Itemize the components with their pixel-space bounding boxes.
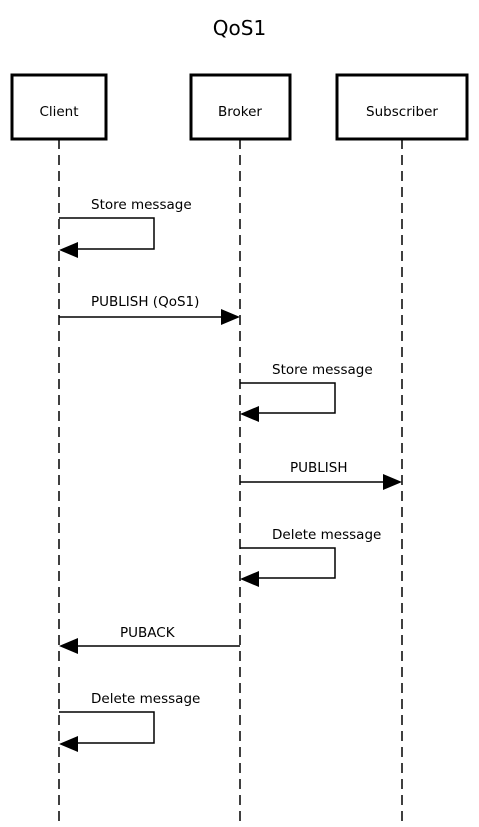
actor-box-subscriber xyxy=(335,73,469,141)
actor-subscriber: Subscriber xyxy=(335,73,469,141)
arrowhead-left-icon xyxy=(59,638,78,654)
message-label: PUBACK xyxy=(120,625,176,641)
message-puback: PUBACK xyxy=(59,625,240,654)
actor-label-client: Client xyxy=(39,104,78,120)
self-loop-line xyxy=(59,711,155,744)
message-client-store: Store message xyxy=(59,197,192,258)
arrowhead-right-icon xyxy=(221,309,240,325)
message-label: Store message xyxy=(272,362,373,378)
message-label: Store message xyxy=(91,197,192,213)
message-label: Delete message xyxy=(272,527,381,543)
actor-box-client xyxy=(10,73,108,141)
message-label: Delete message xyxy=(91,691,200,707)
actor-label-broker: Broker xyxy=(218,104,262,120)
self-loop-line xyxy=(240,382,336,414)
actor-label-subscriber: Subscriber xyxy=(366,104,438,120)
self-loop-line xyxy=(240,547,336,579)
actor-client: Client xyxy=(10,73,108,141)
message-label: PUBLISH (QoS1) xyxy=(91,294,199,310)
self-loop-line xyxy=(59,217,155,250)
arrowhead-left-icon xyxy=(240,571,259,587)
actor-broker: Broker xyxy=(189,73,292,141)
message-label: PUBLISH xyxy=(290,460,348,476)
message-broker-delete: Delete message xyxy=(240,527,381,587)
message-broker-store: Store message xyxy=(240,362,373,422)
arrowhead-left-icon xyxy=(59,242,78,258)
message-client-delete: Delete message xyxy=(59,691,200,752)
message-publish-qos1: PUBLISH (QoS1) xyxy=(59,294,240,325)
actor-box-broker xyxy=(189,73,292,141)
arrowhead-left-icon xyxy=(240,406,259,422)
arrowhead-left-icon xyxy=(59,736,78,752)
diagram-title: QoS1 xyxy=(213,16,266,40)
arrowhead-right-icon xyxy=(383,474,402,490)
message-publish: PUBLISH xyxy=(240,460,402,490)
